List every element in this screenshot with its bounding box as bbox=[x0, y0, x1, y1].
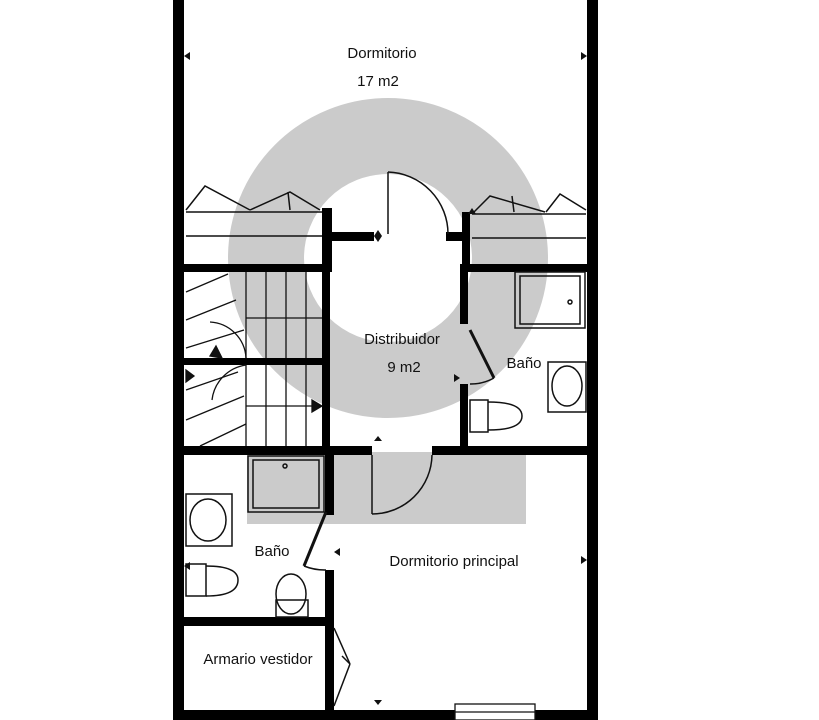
wall-distribuidor-top-b bbox=[446, 232, 470, 241]
wall-bath-right-side-a bbox=[460, 264, 468, 324]
wardrobe-door-icon bbox=[185, 185, 321, 211]
wall-middle-a bbox=[184, 446, 372, 455]
wall-wardrobe-left-top bbox=[184, 264, 330, 272]
room-name-dormitorio-principal: Dormitorio principal bbox=[389, 553, 518, 570]
wall-bottom-right bbox=[535, 710, 598, 720]
wall-outer-left bbox=[173, 0, 184, 720]
room-name-bano-left: Baño bbox=[254, 543, 289, 560]
toilet-icon bbox=[275, 573, 309, 618]
room-area-dormitorio: 17 m2 bbox=[357, 73, 399, 90]
wall-bath-left-right-a bbox=[325, 455, 334, 515]
walls bbox=[173, 0, 598, 720]
wall-stair-mid bbox=[184, 358, 324, 365]
room-name-bano-right: Baño bbox=[506, 355, 541, 372]
wall-bath-right-side-b bbox=[460, 384, 468, 454]
wall-outer-right bbox=[587, 0, 598, 720]
door-swing-icon bbox=[468, 329, 496, 385]
washbasin-icon bbox=[185, 493, 233, 547]
wall-bath-left-right-b bbox=[325, 570, 334, 626]
shower-tray-icon bbox=[514, 271, 586, 329]
staircase-icon bbox=[185, 272, 324, 447]
wardrobe-door-icon bbox=[473, 193, 587, 213]
wall-bottom-left bbox=[173, 710, 455, 720]
room-name-distribuidor: Distribuidor bbox=[364, 331, 440, 348]
wall-wardrobe-left-side bbox=[322, 208, 332, 272]
toilet-icon bbox=[185, 563, 239, 597]
wardrobe-top-left bbox=[185, 185, 322, 237]
window-icon bbox=[454, 703, 536, 720]
highlight-band bbox=[247, 452, 526, 524]
washbasin-icon bbox=[547, 361, 587, 413]
bathroom-right-fixtures bbox=[468, 271, 587, 433]
room-name-armario-vestidor: Armario vestidor bbox=[203, 651, 312, 668]
wall-wardrobe-right-side bbox=[462, 212, 470, 272]
wall-wardrobe-bottom-right bbox=[325, 626, 334, 710]
wardrobe-top-right bbox=[472, 193, 587, 239]
toilet-icon bbox=[469, 399, 523, 433]
wall-distribuidor-top-a bbox=[330, 232, 374, 241]
bathroom-left-fixtures bbox=[185, 455, 328, 618]
highlight-ring bbox=[228, 98, 548, 418]
door-swing-icon bbox=[302, 511, 328, 571]
wall-wardrobe-right-bottom bbox=[462, 264, 587, 272]
wardrobe-door-icon bbox=[333, 627, 351, 707]
dimension-tick-icon bbox=[184, 52, 587, 705]
wall-middle-b bbox=[432, 446, 598, 455]
room-area-distribuidor: 9 m2 bbox=[387, 359, 420, 376]
shower-tray-icon bbox=[247, 455, 325, 513]
wall-bath-left-bottom bbox=[184, 617, 334, 626]
door-swing-icon bbox=[371, 454, 433, 515]
door-swing-icon bbox=[387, 171, 449, 235]
room-labels: Dormitorio 17 m2 Distribuidor 9 m2 Baño … bbox=[203, 45, 541, 668]
room-name-dormitorio: Dormitorio bbox=[347, 45, 416, 62]
wall-stair-right bbox=[322, 272, 330, 454]
